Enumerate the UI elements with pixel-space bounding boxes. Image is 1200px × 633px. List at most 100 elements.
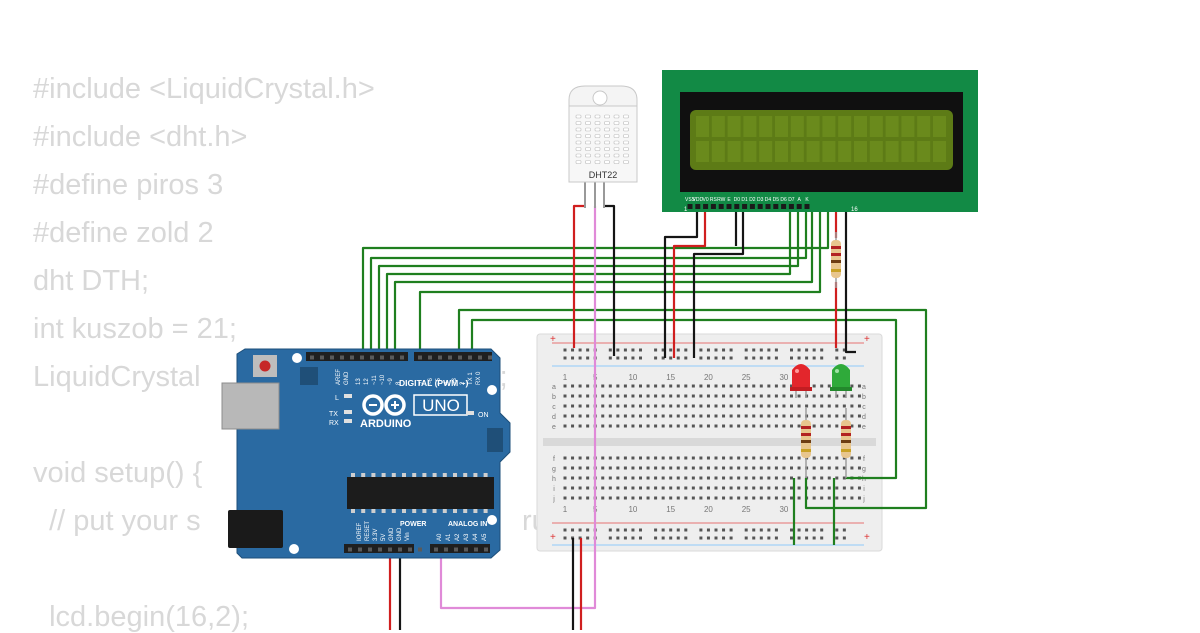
- mount-hole-4: [487, 515, 497, 525]
- row-letter-label: d: [552, 414, 556, 421]
- terminal-hole: [835, 476, 839, 480]
- pin-label: A3: [464, 533, 470, 541]
- rail-hole: [805, 356, 809, 360]
- pin-label: ~5: [436, 377, 442, 385]
- rail-plus-label-tl: +: [550, 334, 556, 345]
- row-letter-label: h: [862, 476, 866, 483]
- wire-pink-dht-data: [439, 206, 597, 610]
- terminal-hole: [797, 414, 801, 418]
- rail-hole: [820, 536, 824, 540]
- lcd-char-cell: [711, 141, 725, 162]
- lcd-pin-label: E: [727, 197, 731, 203]
- rail-hole: [767, 536, 771, 540]
- terminal-hole: [729, 414, 733, 418]
- rail-hole: [812, 356, 816, 360]
- digital-pwm-label: DIGITAL (PWM ~): [399, 378, 469, 388]
- reset-button[interactable]: [259, 360, 271, 372]
- lcd-char-cell: [869, 116, 883, 137]
- terminal-hole: [842, 394, 846, 398]
- rx-led-label: RX: [329, 420, 339, 427]
- resistor-green-led-body: [841, 420, 851, 458]
- terminal-hole: [797, 486, 801, 490]
- lcd-pin: [718, 204, 724, 209]
- dht-vent-slot: [575, 114, 582, 119]
- rail-hole: [616, 348, 620, 352]
- terminal-hole: [850, 456, 854, 460]
- lcd-char-cell: [806, 116, 820, 137]
- terminal-hole: [767, 394, 771, 398]
- row-letter-label: a: [862, 384, 866, 391]
- terminal-hole: [623, 476, 627, 480]
- wire-green-d9-lcd: [385, 208, 792, 358]
- terminal-hole: [661, 404, 665, 408]
- terminal-hole: [646, 466, 650, 470]
- pin-label: 3.3V: [373, 529, 379, 541]
- rail-hole: [571, 356, 575, 360]
- terminal-hole: [857, 496, 861, 500]
- lcd-character-cells: [696, 116, 946, 162]
- chip-leg: [432, 509, 437, 513]
- pin-label: IOREF: [357, 522, 363, 541]
- wire-green-d8-lcd: [393, 208, 814, 358]
- dht-vent-slot: [604, 121, 610, 125]
- terminal-hole: [827, 404, 831, 408]
- terminal-hole: [790, 384, 793, 388]
- terminal-hole: [737, 486, 741, 490]
- rail-hole: [706, 536, 710, 540]
- dht-vent-slot: [594, 160, 601, 164]
- dht-vent-slot: [604, 140, 610, 145]
- pin-label: Vin: [405, 532, 411, 541]
- rail-hole: [654, 528, 658, 532]
- wire-black-dht-gnd: [604, 204, 616, 356]
- terminal-hole: [631, 496, 635, 500]
- rail-hole: [722, 348, 726, 352]
- terminal-hole: [752, 404, 756, 408]
- rail-hole: [797, 528, 801, 532]
- chip-leg: [371, 473, 376, 477]
- terminal-hole: [661, 456, 665, 460]
- terminal-hole: [571, 384, 575, 388]
- lcd-char-cell: [727, 141, 741, 162]
- dht-vent-slot: [623, 160, 629, 164]
- terminal-hole: [706, 414, 710, 418]
- terminal-hole: [669, 384, 673, 388]
- row-letter-label: a: [552, 384, 556, 391]
- terminal-hole: [646, 414, 650, 418]
- terminal-hole: [737, 456, 741, 460]
- rail-hole: [608, 528, 612, 532]
- terminal-hole: [661, 384, 665, 388]
- terminal-hole: [669, 456, 673, 460]
- header-socket: [478, 355, 482, 360]
- lcd-char-cell: [854, 141, 867, 162]
- rail-hole: [699, 356, 703, 360]
- terminal-hole: [646, 384, 650, 388]
- terminal-hole: [699, 456, 703, 460]
- rail-hole: [767, 528, 771, 532]
- header-socket: [380, 355, 384, 360]
- terminal-hole: [639, 394, 642, 398]
- rail-hole: [820, 528, 824, 532]
- header-socket: [358, 547, 362, 552]
- row-letter-label: e: [552, 424, 556, 431]
- terminal-hole: [654, 394, 658, 398]
- terminal-hole: [737, 496, 741, 500]
- header-socket: [458, 355, 462, 360]
- row-letter-label: j: [552, 496, 555, 503]
- terminal-hole: [774, 466, 778, 470]
- terminal-hole: [601, 404, 605, 408]
- terminal-hole: [601, 486, 605, 490]
- terminal-hole: [759, 414, 763, 418]
- pin-label: 4: [444, 381, 450, 385]
- terminal-hole: [578, 404, 582, 408]
- rail-hole: [805, 536, 809, 540]
- header-socket: [400, 355, 404, 360]
- rail-hole: [790, 348, 793, 352]
- rail-hole: [812, 528, 816, 532]
- rail-hole: [631, 536, 635, 540]
- row-letter-label: i: [863, 486, 865, 493]
- pin-label: 8: [396, 381, 402, 385]
- dht-vent-grid: [575, 114, 629, 164]
- rail-plus-label-tr: +: [864, 334, 870, 345]
- terminal-hole: [669, 394, 673, 398]
